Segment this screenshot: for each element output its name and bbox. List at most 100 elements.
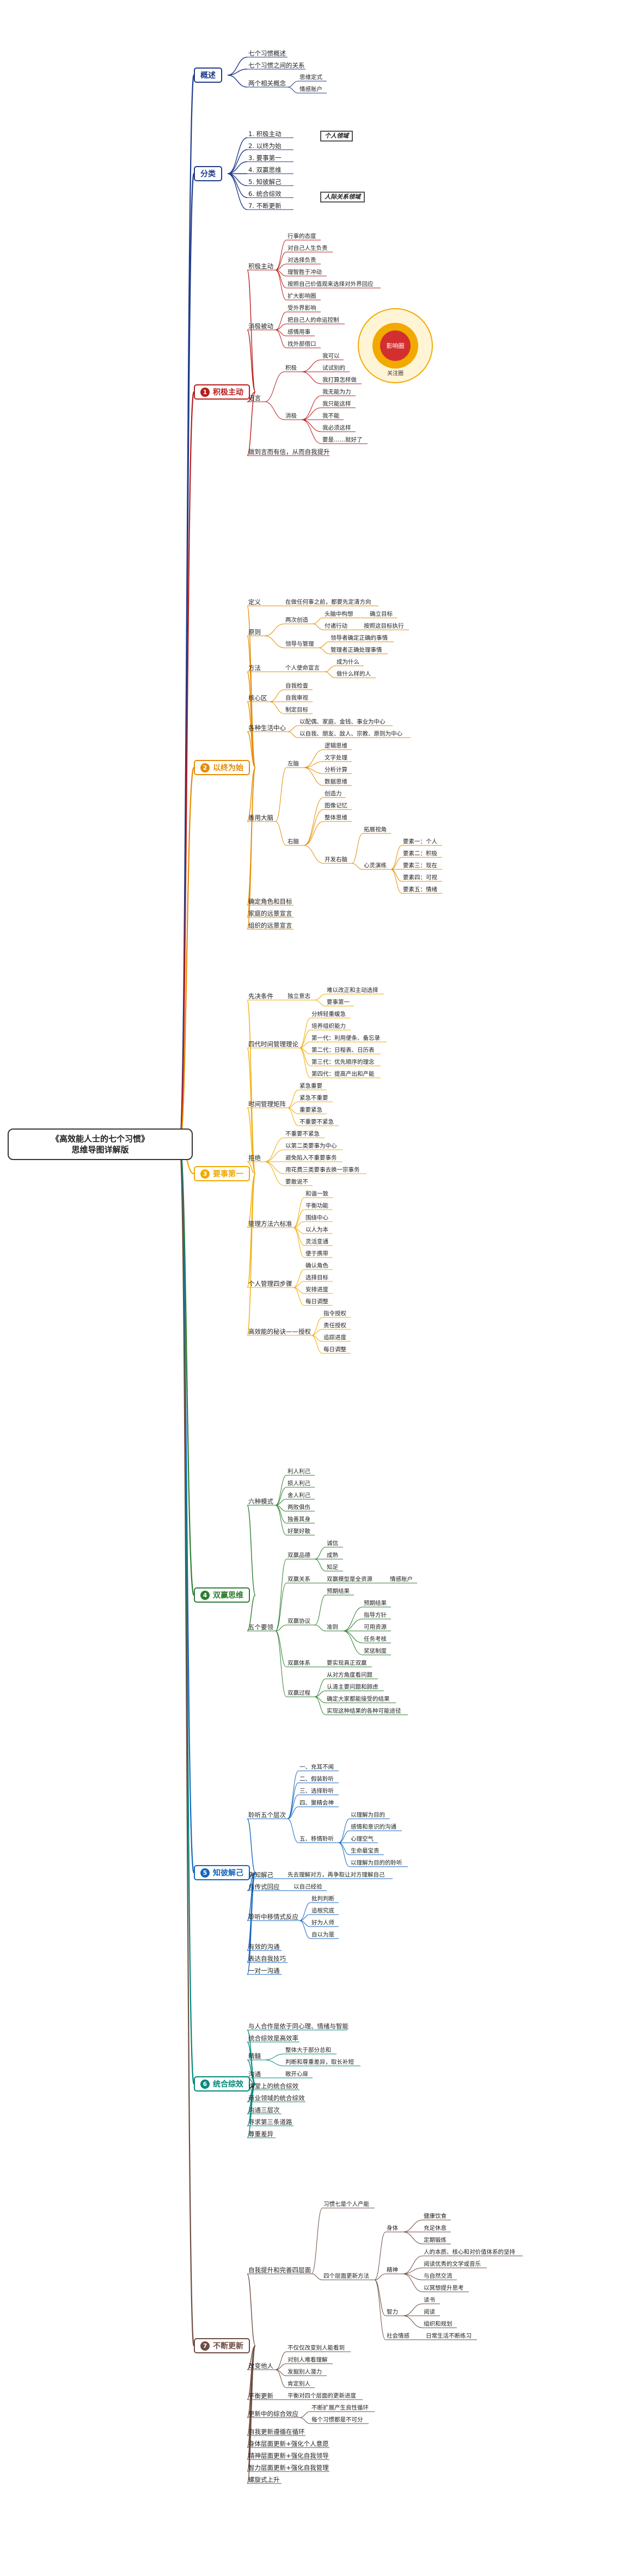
shuangying-node[interactable]: 双赢过程 [288, 1690, 310, 1696]
shuangying-node[interactable]: 六种模式 [248, 1498, 273, 1505]
jiji-node[interactable]: 消极 [285, 413, 297, 419]
yishi-node[interactable]: 要素二：积极 [403, 850, 437, 857]
yishi-node[interactable]: 领导者确定正确的事情 [331, 635, 388, 641]
yaoshi-node[interactable]: 分辨轻重缓急 [311, 1011, 346, 1017]
yaoshi-node[interactable]: 追踪进度 [323, 1334, 346, 1341]
shuangying-node[interactable]: 双赢体系 [288, 1660, 310, 1666]
shuangying-node[interactable]: 认清主要问题和顾虑 [327, 1684, 378, 1690]
tongli-node[interactable]: 沟通三层次 [248, 2106, 280, 2114]
buduan-node[interactable]: 日常生活不断练习 [426, 2333, 472, 2339]
root-node[interactable]: 《高效能人士的七个习惯》 思维导图详解版 [8, 1128, 193, 1160]
yaoshi-node[interactable]: 用花费三类要事去换一宗事务 [285, 1167, 360, 1173]
shuangying-node[interactable]: 损人利己 [288, 1480, 310, 1487]
buduan-node[interactable]: 平衡更新 [248, 2392, 273, 2400]
buduan-node[interactable]: 阅读优秀的文学或音乐 [424, 2261, 481, 2267]
yaoshi-node[interactable]: 紧急重要 [299, 1083, 322, 1089]
jiji-node[interactable]: 积极 [285, 365, 297, 371]
yishi-node[interactable]: 心灵演练 [364, 862, 387, 869]
yishi-node[interactable]: 家庭的远景宣言 [248, 910, 292, 917]
shuangying-node[interactable]: 双赢模型是全资源 [327, 1576, 372, 1583]
yaoshi-node[interactable]: 以第二类要事为中心 [285, 1143, 337, 1149]
buduan-node[interactable]: 肯定别人 [288, 2381, 310, 2387]
jiji-node[interactable]: 对自己人生负责 [288, 245, 328, 252]
shuangying-node[interactable]: 双赢关系 [288, 1576, 310, 1583]
jiji-node[interactable]: 按照自己价值观来选择对外界回应 [288, 281, 374, 287]
shuangying-node[interactable]: 任务考核 [364, 1636, 387, 1642]
yishi-node[interactable]: 付诸行动 [325, 623, 347, 629]
shuangying-node[interactable]: 双赢品德 [288, 1552, 310, 1559]
yishi-node[interactable]: 整体思维 [325, 814, 347, 821]
jiji-node[interactable]: 找外部借口 [288, 341, 316, 347]
zhibi-node[interactable]: 批判判断 [311, 1896, 334, 1902]
yaoshi-node[interactable]: 避免陷入不重要事务 [285, 1155, 337, 1161]
yaoshi-node[interactable]: 第二代：日程表、日历表 [311, 1047, 375, 1053]
yaoshi-node[interactable]: 不重要不紧急 [299, 1119, 334, 1125]
zhibi-node[interactable]: 以自己经验 [294, 1884, 322, 1890]
fenlei-node[interactable]: 1. 积极主动 [248, 130, 282, 138]
yaoshi-node[interactable]: 围绕中心 [305, 1215, 328, 1221]
yaoshi-node[interactable]: 不重要不紧急 [285, 1131, 320, 1137]
zhibi-node[interactable]: 表达自我技巧 [248, 1955, 286, 1962]
yishi-node[interactable]: 组织的远景宣言 [248, 922, 292, 929]
shuangying-node[interactable]: 要实现真正双赢 [327, 1660, 367, 1666]
yaoshi-node[interactable]: 选择目标 [305, 1274, 328, 1281]
section-fenlei[interactable]: 分类 [194, 166, 222, 181]
gaishu-node[interactable]: 情感账户 [299, 86, 322, 93]
zhibi-node[interactable]: 一对一沟通 [248, 1967, 280, 1974]
jiji-node[interactable]: 受外界影响 [288, 305, 316, 311]
buduan-node[interactable]: 读书 [424, 2297, 435, 2303]
jiji-node[interactable]: 积极主动 [248, 262, 273, 270]
shuangying-node[interactable]: 独善其身 [288, 1516, 310, 1523]
yaoshi-node[interactable]: 以人为本 [305, 1226, 328, 1233]
zhibi-node[interactable]: 先知解己 [248, 1871, 273, 1879]
fenlei-node[interactable]: 7. 不断更新 [248, 202, 282, 210]
jiji-node[interactable]: 我无能为力 [322, 389, 351, 395]
zhibi-node[interactable]: 二、假装聆听 [299, 1776, 334, 1782]
fenlei-node[interactable]: 5. 知彼解己 [248, 178, 282, 186]
yishi-node[interactable]: 领导与管理 [285, 641, 314, 647]
buduan-node[interactable]: 健康饮食 [424, 2213, 447, 2219]
buduan-node[interactable]: 智力层面更新+强化自我管理 [248, 2464, 329, 2471]
yishi-node[interactable]: 分析计算 [325, 766, 347, 773]
jiji-node[interactable]: 理智胜于冲动 [288, 269, 322, 275]
yishi-node[interactable]: 文字处理 [325, 755, 347, 761]
tongli-node[interactable]: 课堂上的统合综效 [248, 2082, 298, 2090]
yishi-node[interactable]: 在做任何事之前，都要先定清方向 [285, 599, 371, 605]
yishi-node[interactable]: 拓展视角 [364, 826, 387, 833]
yishi-node[interactable]: 自我检查 [285, 683, 308, 689]
buduan-node[interactable]: 以冥想提升思考 [424, 2285, 464, 2291]
yaoshi-node[interactable]: 先决条件 [248, 992, 273, 1000]
yishi-node[interactable]: 以自我、朋友、敌人、宗教、原则为中心 [299, 731, 402, 737]
buduan-node[interactable]: 智力 [387, 2309, 398, 2315]
yaoshi-node[interactable]: 难以改正和主动选择 [327, 987, 378, 993]
yishi-node[interactable]: 定义 [248, 598, 261, 606]
gaishu-node[interactable]: 七个习惯概述 [248, 50, 286, 57]
yishi-node[interactable]: 原则 [248, 628, 261, 636]
yishi-node[interactable]: 成为什么 [337, 659, 359, 665]
yaoshi-node[interactable]: 第四代：提高产出和产能 [311, 1071, 375, 1077]
shuangying-node[interactable]: 准则 [327, 1624, 338, 1630]
yaoshi-node[interactable]: 时间管理矩阵 [248, 1100, 286, 1108]
shuangying-node[interactable]: 实现这种结果的各种可能途径 [327, 1708, 401, 1714]
yaoshi-node[interactable]: 安排进度 [305, 1286, 328, 1293]
gaishu-node[interactable]: 两个相关概念 [248, 79, 286, 87]
shuangying-node[interactable]: 五个要领 [248, 1623, 273, 1631]
shuangying-node[interactable]: 好聚好散 [288, 1528, 310, 1535]
jiji-node[interactable]: 行事的态度 [288, 233, 316, 240]
yishi-node[interactable]: 善用大脑 [248, 814, 273, 821]
yaoshi-node[interactable]: 培养组织能力 [311, 1023, 346, 1029]
yishi-node[interactable]: 确定角色和目标 [248, 898, 292, 905]
tongli-node[interactable]: 精髓 [248, 2052, 261, 2060]
yaoshi-node[interactable]: 每日调整 [305, 1298, 328, 1305]
fenlei-node[interactable]: 4. 双赢思维 [248, 166, 282, 174]
yaoshi-node[interactable]: 第三代：优先顺序的理念 [311, 1059, 375, 1065]
zhibi-node[interactable]: 以理解为目的 [351, 1812, 385, 1818]
gaishu-node[interactable]: 七个习惯之间的关系 [248, 62, 305, 69]
zhibi-node[interactable]: 自以为是 [311, 1931, 334, 1938]
zhibi-node[interactable]: 好为人师 [311, 1919, 334, 1926]
zhibi-node[interactable]: 先去理解对方，再争取让对方理解自己 [288, 1872, 385, 1878]
